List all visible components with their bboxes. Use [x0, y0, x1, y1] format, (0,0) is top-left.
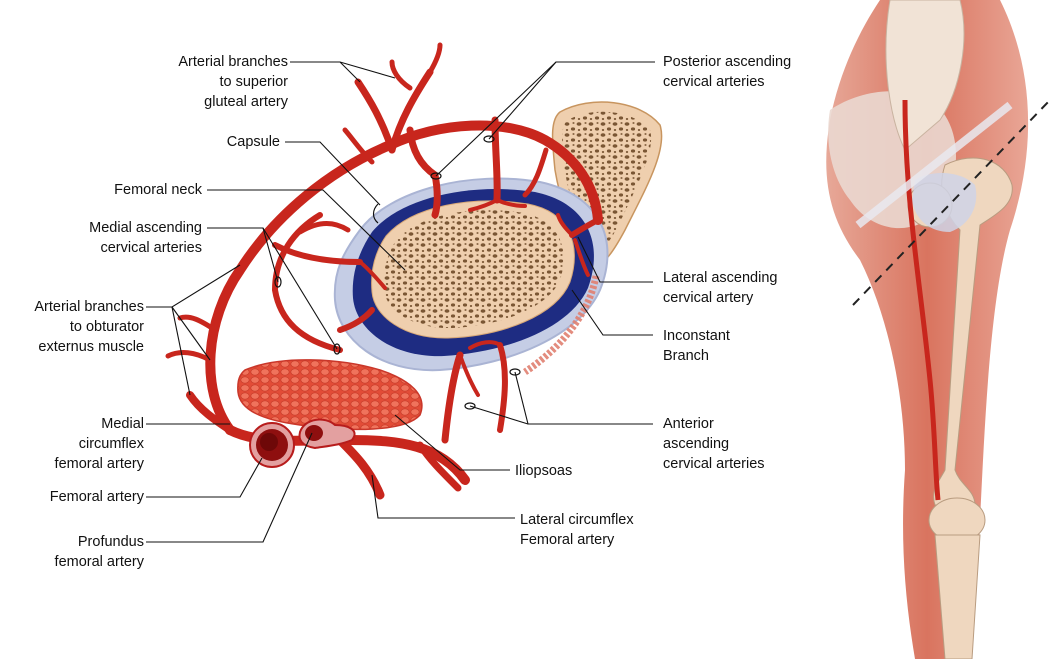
label-line: Anterior [663, 414, 765, 434]
label-posterior-ascending-cervical: Posterior ascending cervical arteries [663, 52, 791, 92]
label-line: Inconstant [663, 326, 730, 346]
label-profundus-femoral: Profundus femoral artery [55, 532, 144, 572]
label-line: Femoral neck [114, 180, 202, 200]
label-line: Iliopsoas [515, 461, 572, 481]
label-line: Arterial branches [34, 297, 144, 317]
label-anterior-ascending-cervical: Anterior ascending cervical arteries [663, 414, 765, 474]
label-line: Posterior ascending [663, 52, 791, 72]
label-line: Femoral artery [50, 487, 144, 507]
label-line: Lateral ascending [663, 268, 777, 288]
femoral-artery-section [250, 423, 294, 467]
label-line: cervical arteries [663, 72, 791, 92]
label-line: gluteal artery [178, 92, 288, 112]
label-line: Medial ascending [89, 218, 202, 238]
label-medial-ascending-cervical: Medial ascending cervical arteries [89, 218, 202, 258]
label-arterial-branches-obturator: Arterial branches to obturator externus … [34, 297, 144, 357]
label-line: Medial [55, 414, 144, 434]
label-iliopsoas: Iliopsoas [515, 461, 572, 481]
leg-illustration [826, 0, 1050, 659]
label-line: Profundus [55, 532, 144, 552]
label-line: ascending [663, 434, 765, 454]
label-capsule: Capsule [227, 132, 280, 152]
label-femoral-artery: Femoral artery [50, 487, 144, 507]
label-line: externus muscle [34, 337, 144, 357]
label-line: Femoral artery [520, 530, 634, 550]
label-line: femoral artery [55, 552, 144, 572]
label-medial-circumflex: Medial circumflex femoral artery [55, 414, 144, 474]
label-line: Lateral circumflex [520, 510, 634, 530]
label-arterial-branches-superior-gluteal: Arterial branches to superior gluteal ar… [178, 52, 288, 112]
label-lateral-ascending-cervical: Lateral ascending cervical artery [663, 268, 777, 308]
iliopsoas-muscle [238, 360, 422, 430]
label-lateral-circumflex: Lateral circumflex Femoral artery [520, 510, 634, 550]
label-femoral-neck: Femoral neck [114, 180, 202, 200]
label-line: to superior [178, 72, 288, 92]
label-line: cervical artery [663, 288, 777, 308]
label-line: circumflex [55, 434, 144, 454]
label-line: cervical arteries [663, 454, 765, 474]
label-inconstant-branch: Inconstant Branch [663, 326, 730, 366]
label-line: to obturator [34, 317, 144, 337]
label-line: Capsule [227, 132, 280, 152]
label-line: Arterial branches [178, 52, 288, 72]
label-line: cervical arteries [89, 238, 202, 258]
label-line: femoral artery [55, 454, 144, 474]
label-line: Branch [663, 346, 730, 366]
